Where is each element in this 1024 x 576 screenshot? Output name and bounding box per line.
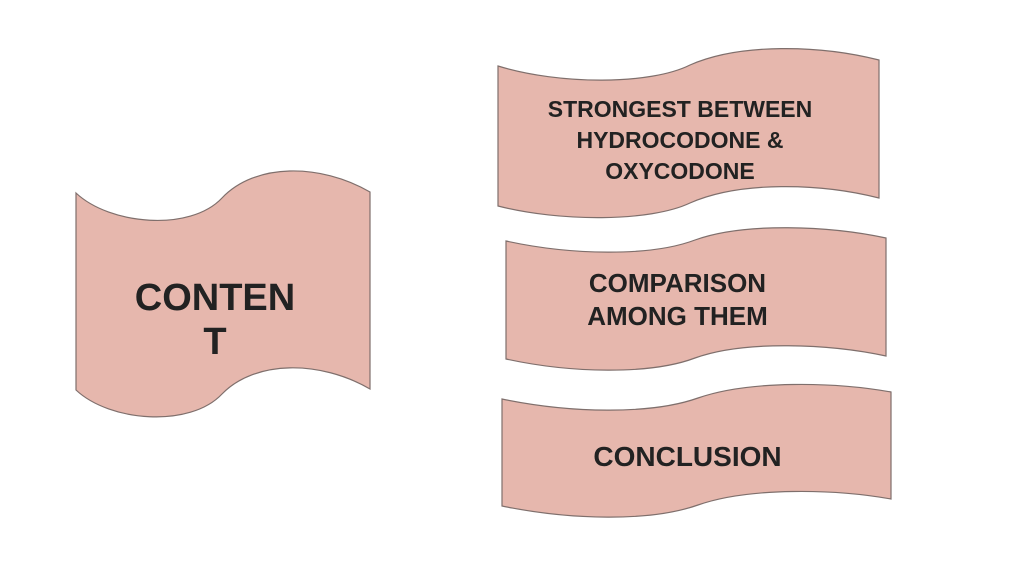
banner-conclusion-text: CONCLUSION	[593, 441, 782, 472]
banner-comparison-shape	[505, 227, 887, 371]
banner-strongest-text: STRONGEST BETWEEN HYDROCODONE & OXYCODON…	[547, 96, 813, 184]
banner-content-label: CONTEN T	[110, 265, 320, 375]
banner-conclusion-label: CONCLUSION	[540, 432, 835, 482]
banner-strongest-label: STRONGEST BETWEEN HYDROCODONE & OXYCODON…	[515, 93, 845, 188]
banner-comparison-text: COMPARISON AMONG THEM	[587, 267, 768, 331]
banner-strongest-shape	[497, 48, 880, 219]
banner-conclusion-shape	[501, 383, 892, 518]
banner-comparison-label: COMPARISON AMONG THEM	[540, 262, 815, 337]
banner-content-shape	[75, 170, 371, 418]
banner-content-text: CONTEN T	[134, 277, 296, 363]
